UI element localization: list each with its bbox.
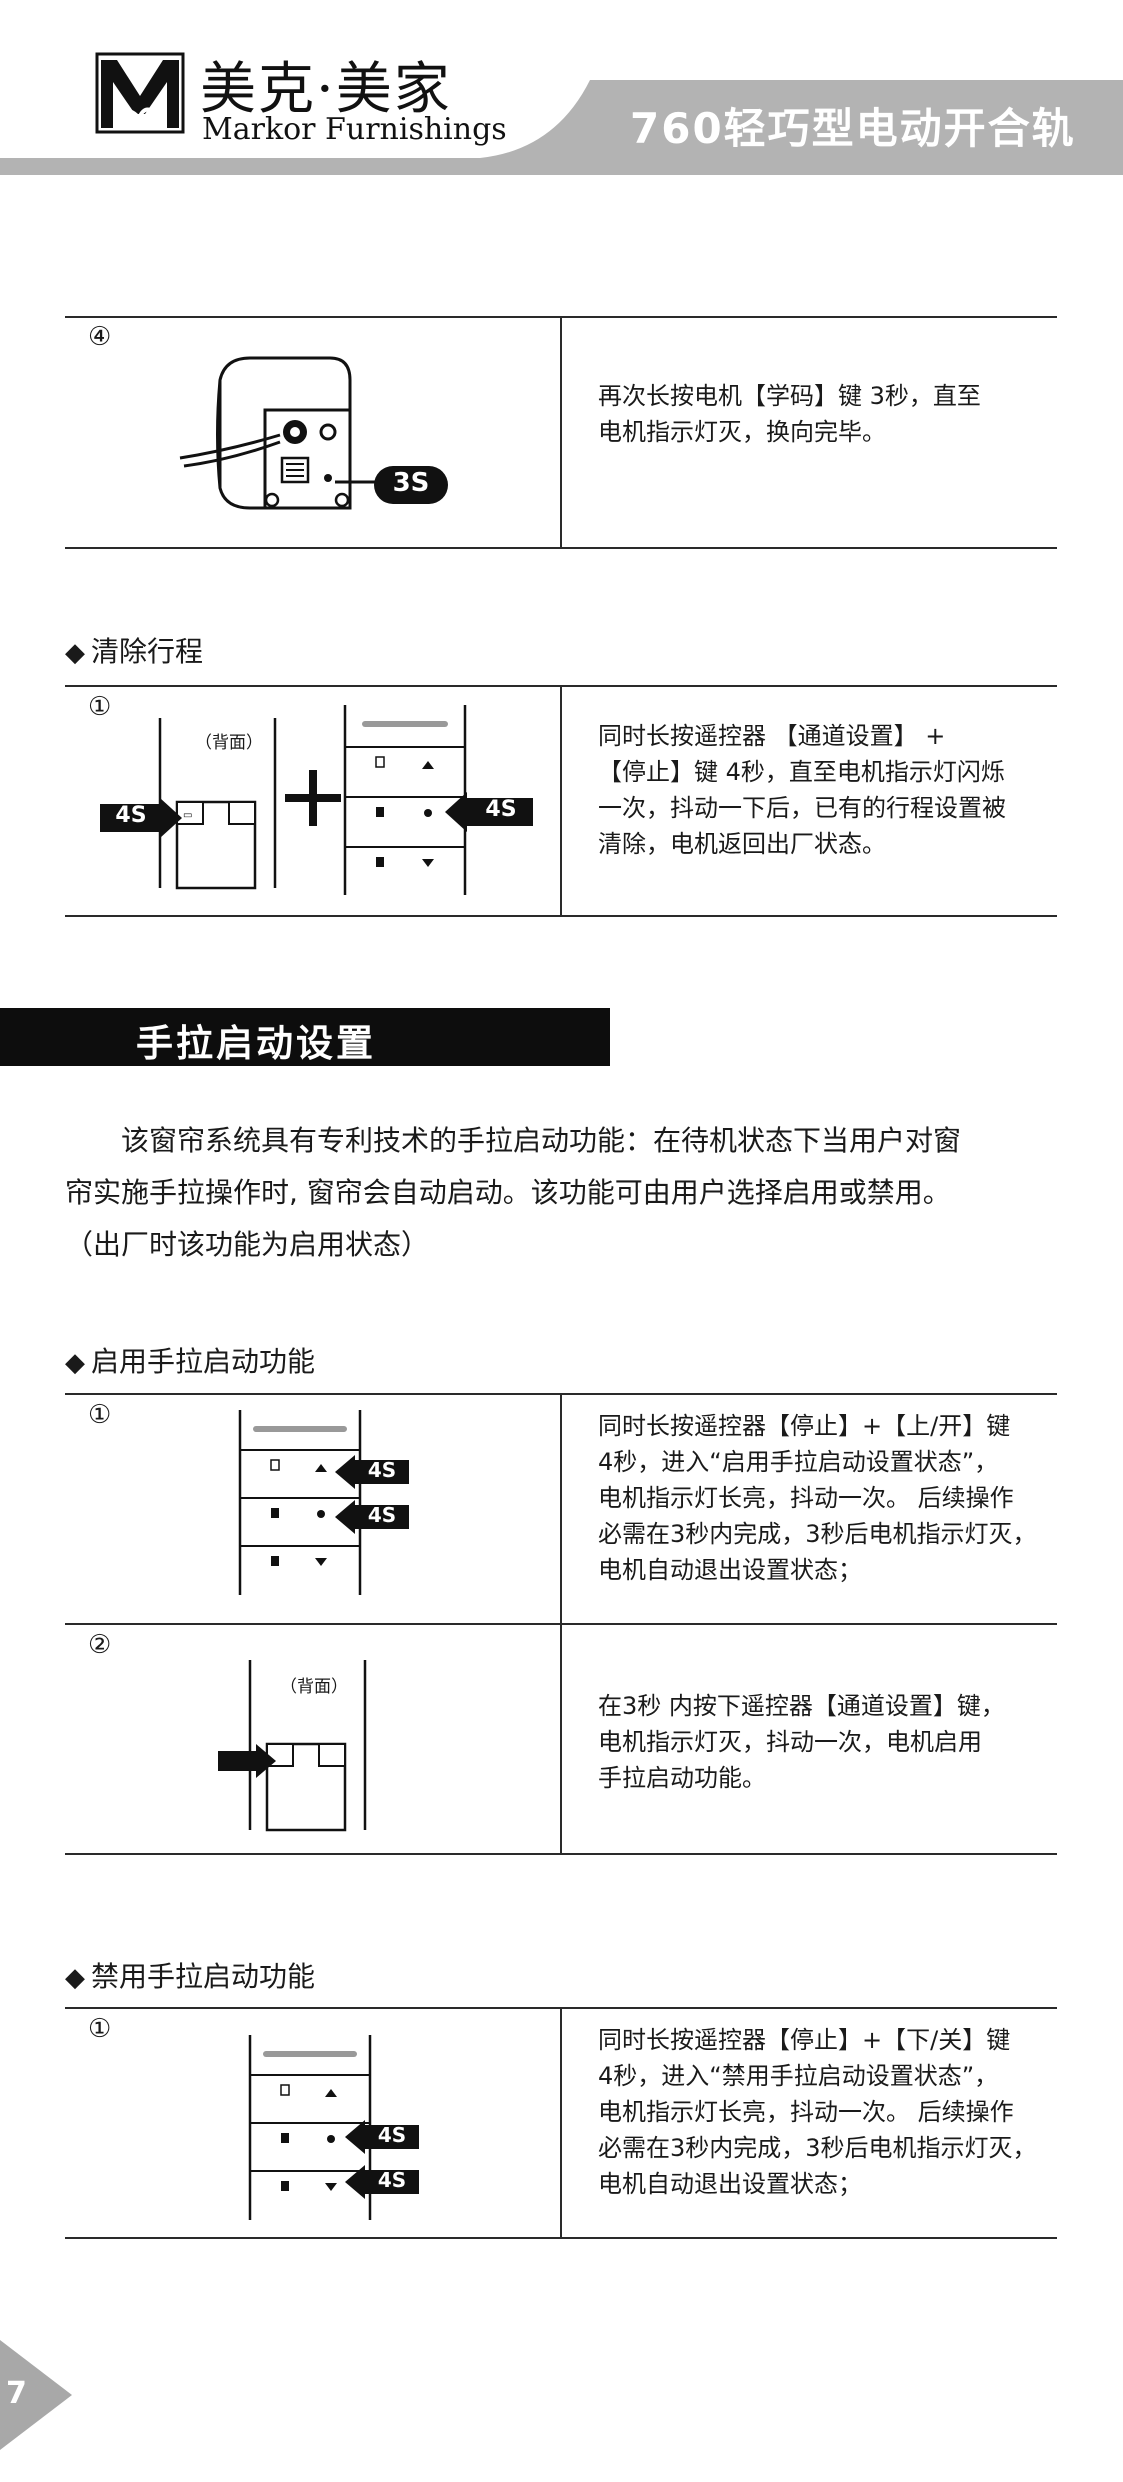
desc-line: 电机指示灯灭，换向完毕。: [598, 418, 886, 446]
badge-arrow-right: [335, 1455, 409, 1489]
section-heading-disable: ◆禁用手拉启动功能: [65, 1960, 316, 1993]
plus-icon: [285, 770, 341, 826]
table-divider: [560, 2007, 562, 2239]
section-heading-clear: ◆清除行程: [65, 635, 204, 668]
duration-badge: [374, 466, 448, 504]
desc-line: 一次，抖动一下后，已有的行程设置被: [598, 794, 1006, 822]
remote-back-illustration: [248, 1660, 367, 1832]
page-number: 7: [6, 2376, 27, 2411]
desc-line: 电机指示灯长亮，抖动一次。 后续操作: [598, 2098, 1014, 2126]
diamond-bullet-icon: ◆: [65, 638, 85, 668]
svg-text:▭: ▭: [183, 810, 192, 821]
section-heading-enable: ◆启用手拉启动功能: [65, 1345, 316, 1378]
step-number: ①: [88, 692, 112, 722]
desc-line: 同时长按遥控器【停止】+【下/关】键: [598, 2026, 1011, 2054]
desc-line: 手拉启动功能。: [598, 1764, 766, 1792]
desc-line: 4秒，进入“禁用手拉启动设置状态”，: [598, 2062, 999, 2090]
desc-line: 电机指示灯灭，抖动一次，电机启用: [598, 1728, 982, 1756]
badge-label: 4S: [367, 1458, 397, 1482]
table-divider: [560, 1393, 562, 1855]
intro-paragraph: 该窗帘系统具有专利技术的手拉启动功能：在待机状态下当用户对窗: [121, 1124, 962, 1157]
diamond-bullet-icon: ◆: [65, 1963, 85, 1993]
step-number: ①: [88, 1400, 112, 1430]
step-description: 同时长按遥控器【停止】+【上/开】键 4秒，进入“启用手拉启动设置状态”， 电机…: [598, 1408, 1058, 1588]
motor-illustration: [179, 356, 375, 510]
brand-name-cn: 美克·美家: [200, 57, 452, 122]
desc-line: 电机自动退出设置状态；: [598, 1556, 862, 1584]
section-banner-title: 手拉启动设置: [136, 1022, 376, 1065]
badge-label: 4S: [485, 797, 517, 822]
desc-line: 电机自动退出设置状态；: [598, 2170, 862, 2198]
desc-line: 电机指示灯长亮，抖动一次。 后续操作: [598, 1484, 1014, 1512]
remote-front-illustration: [238, 1410, 362, 1595]
badge-arrow-right: [345, 2120, 419, 2154]
table-divider: [560, 685, 562, 917]
desc-line: 在3秒 内按下遥控器【通道设置】键，: [598, 1692, 1005, 1720]
section-banner: [0, 1008, 610, 1066]
step-number: ①: [88, 2014, 112, 2044]
pointer-arrow-icon: [218, 1744, 276, 1778]
back-label: （背面）: [280, 1677, 348, 1697]
badge-arrow-right: [345, 2165, 419, 2199]
desc-line: 清除，电机返回出厂状态。: [598, 830, 886, 858]
badge-arrow-left: [100, 798, 182, 838]
badge-arrow-right: [335, 1500, 409, 1534]
diamond-bullet-icon: ◆: [65, 1348, 85, 1378]
table-divider: [560, 316, 562, 549]
header-band: [0, 0, 1123, 175]
brand-logo-icon: [95, 52, 185, 134]
intro-paragraph-line: 帘实施手拉操作时, 窗帘会自动启动。该功能可由用户选择启用或禁用。: [65, 1176, 951, 1209]
duration-badge-label: 3S: [392, 468, 430, 498]
desc-line: 再次长按电机【学码】键 3秒，直至: [598, 382, 981, 410]
badge-label: 4S: [377, 2123, 407, 2147]
back-label: （背面）: [195, 733, 263, 753]
step-number: ④: [88, 322, 112, 352]
remote-front-illustration: [343, 705, 467, 895]
desc-line: 必需在3秒内完成，3秒后电机指示灯灭，: [598, 2134, 1037, 2162]
intro-paragraph-note: （出厂时该功能为启用状态）: [65, 1228, 430, 1261]
desc-line: 必需在3秒内完成，3秒后电机指示灯灭，: [598, 1520, 1037, 1548]
desc-line: 4秒，进入“启用手拉启动设置状态”，: [598, 1448, 999, 1476]
desc-line: 【停止】键 4秒，直至电机指示灯闪烁: [598, 758, 1005, 786]
page-number-tab-icon: [0, 2340, 72, 2450]
desc-line: 同时长按遥控器【停止】+【上/开】键: [598, 1412, 1011, 1440]
step-description: 再次长按电机【学码】键 3秒，直至 电机指示灯灭，换向完毕。: [598, 378, 1058, 450]
step-description: 同时长按遥控器【停止】+【下/关】键 4秒，进入“禁用手拉启动设置状态”， 电机…: [598, 2022, 1058, 2202]
badge-label: 4S: [377, 2168, 407, 2192]
badge-label: 4S: [115, 803, 147, 828]
step-number: ②: [88, 1630, 112, 1660]
badge-arrow-right: [445, 792, 533, 832]
badge-label: 4S: [367, 1503, 397, 1527]
step-description: 在3秒 内按下遥控器【通道设置】键， 电机指示灯灭，抖动一次，电机启用 手拉启动…: [598, 1688, 1058, 1796]
desc-line: 同时长按遥控器 【通道设置】 +: [598, 722, 946, 750]
product-title: 760轻巧型电动开合轨: [630, 104, 1076, 153]
brand-name-en: Markor Furnishings: [202, 112, 507, 147]
step-description: 同时长按遥控器 【通道设置】 + 【停止】键 4秒，直至电机指示灯闪烁 一次，抖…: [598, 718, 1058, 862]
